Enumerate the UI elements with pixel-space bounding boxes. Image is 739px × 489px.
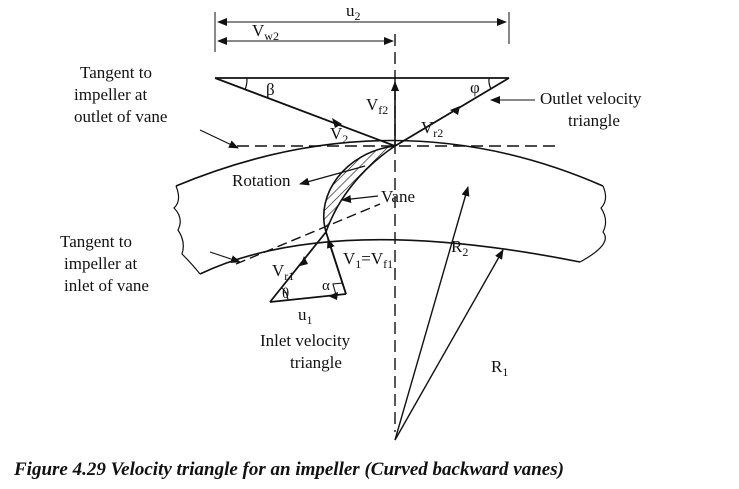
label-vf2: Vf2 <box>366 95 388 117</box>
label-u1: u1 <box>298 305 313 327</box>
radius-lines <box>394 186 504 441</box>
label-tangent-outlet-2: impeller at <box>74 85 147 104</box>
label-tangent-outlet-1: Tangent to <box>80 63 152 82</box>
dimension-u2 <box>214 12 510 52</box>
label-tangent-inlet-2: impeller at <box>64 254 137 273</box>
label-vane: Vane <box>381 187 415 206</box>
label-beta: β <box>266 80 275 99</box>
label-vr1: Vr1 <box>272 261 294 283</box>
inlet-tangent-line <box>235 203 381 265</box>
label-alpha: α <box>322 278 330 294</box>
rotation-arrow <box>299 165 366 186</box>
label-rotation: Rotation <box>232 171 291 190</box>
label-outlet-triangle-1: Outlet velocity <box>540 89 642 108</box>
label-v1-vf1: V1=Vf1 <box>343 249 393 271</box>
label-inlet-triangle-2: triangle <box>290 353 342 372</box>
figure-caption: Figure 4.29 Velocity triangle for an imp… <box>13 459 564 480</box>
label-r1: R1 <box>491 357 508 379</box>
label-u2: u2 <box>346 1 361 23</box>
label-vr2: Vr2 <box>421 118 443 140</box>
label-vw2: Vw2 <box>252 21 279 43</box>
tangent-inlet-pointer <box>209 251 241 263</box>
vane <box>323 145 396 235</box>
label-tangent-inlet-1: Tangent to <box>60 232 132 251</box>
label-outlet-triangle-2: triangle <box>568 111 620 130</box>
impeller-ring <box>173 139 607 275</box>
label-inlet-triangle-1: Inlet velocity <box>260 331 351 350</box>
label-tangent-inlet-3: inlet of vane <box>64 276 149 295</box>
label-theta: θ <box>282 286 289 302</box>
vane-arrow <box>341 195 379 203</box>
label-r2: R2 <box>451 237 468 259</box>
outlet-velocity-triangle <box>214 77 510 147</box>
label-phi: φ <box>470 78 480 97</box>
label-tangent-outlet-3: outlet of vane <box>74 107 167 126</box>
inlet-velocity-triangle <box>269 231 347 303</box>
label-v2: V2 <box>330 124 348 146</box>
tangent-outlet-pointer <box>199 129 239 149</box>
